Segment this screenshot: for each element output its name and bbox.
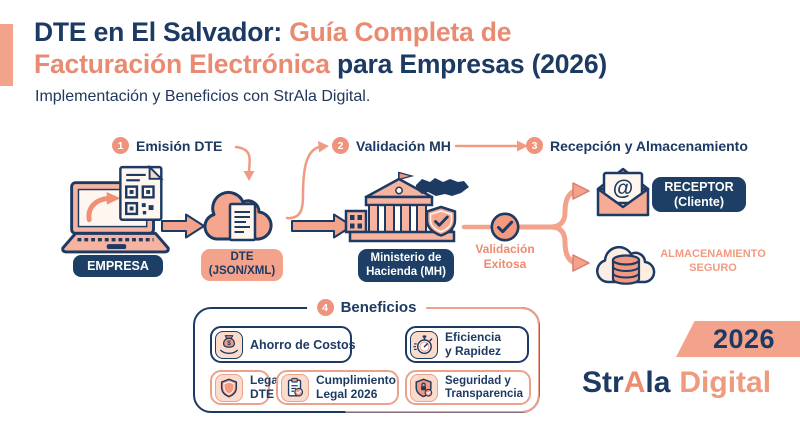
receptor-label: RECEPTOR (Cliente) <box>652 177 746 212</box>
at-symbol: @ <box>613 177 633 200</box>
title-line-2: Facturación Electrónica para Empresas (2… <box>34 49 607 79</box>
arrow-cloud-to-step2 <box>285 145 321 220</box>
block-arrow-empresa-to-dte <box>161 213 205 239</box>
empresa-label: EMPRESA <box>73 255 163 277</box>
benefit-item-ahorro: $ Ahorro de Costos <box>210 326 356 363</box>
step-header-1: 1 Emisión DTE <box>112 137 222 154</box>
fork-arrowhead-receptor <box>572 182 590 200</box>
page-subtitle: Implementación y Beneficios con StrAla D… <box>35 88 371 105</box>
benefit-item-eficiencia: Eficiencia y Rapidez <box>405 326 529 363</box>
step-header-2: 2 Validación MH <box>332 137 451 154</box>
benefit-item-cumplimiento: Cumplimiento Legal 2026 <box>276 370 399 405</box>
benefit-item-seguridad: Seguridad y Transparencia <box>405 370 531 405</box>
benefit-item-lega-dte: Lega DTE <box>210 370 278 405</box>
ministerio-building-icon <box>344 171 469 243</box>
el-salvador-map-icon <box>416 178 469 196</box>
step-1-number: 1 <box>112 137 129 154</box>
stopwatch-icon <box>410 330 438 359</box>
dte-cloud-icon <box>203 191 273 242</box>
arrowhead-down <box>243 171 255 181</box>
svg-text:$: $ <box>227 340 231 347</box>
ministerio-hacienda-label: Ministerio de Hacienda (MH) <box>358 249 454 282</box>
step-3-label: Recepción y Almacenamiento <box>550 137 748 154</box>
shield-lock-icon <box>410 373 438 402</box>
step-4-number: 4 <box>316 299 334 316</box>
envelope-icon: @ <box>596 167 650 217</box>
page-title: DTE en El Salvador: Guía Completa de Fac… <box>34 16 607 80</box>
arrowhead-right <box>517 140 528 152</box>
dte-json-xml-label: DTE (JSON/XML) <box>201 249 283 281</box>
block-arrow-dte-to-mh <box>291 213 353 239</box>
benefits-header: 4 Beneficios <box>306 299 427 316</box>
shield-icon <box>215 373 243 402</box>
arrowhead-right <box>318 141 329 153</box>
money-bag-hand-icon: $ <box>215 330 243 359</box>
benefits-box: 4 Beneficios $ Ahorro de Costos <box>193 299 540 413</box>
laptop-invoice-icon <box>61 164 170 254</box>
fork-branch-down <box>548 224 578 266</box>
accent-bar <box>0 24 13 86</box>
benefits-box-accent-border <box>345 306 540 413</box>
fork-arrowhead-storage <box>572 254 590 272</box>
benefits-title: Beneficios <box>340 299 417 316</box>
almacenamiento-seguro-label: ALMACENAMIENTO SEGURO <box>660 248 766 274</box>
validation-check-icon <box>490 212 520 242</box>
step-2-number: 2 <box>332 137 349 154</box>
cloud-database-icon <box>596 245 656 285</box>
step-3-number: 3 <box>526 137 543 154</box>
title-line-1: DTE en El Salvador: Guía Completa de <box>34 17 512 47</box>
clipboard-check-icon <box>281 373 309 402</box>
fork-branch-up <box>548 188 578 230</box>
arrow-step1-to-cloud <box>234 145 251 173</box>
step-header-3: 3 Recepción y Almacenamiento <box>526 137 748 154</box>
validacion-exitosa-label: Validación Exitosa <box>475 242 535 271</box>
year-badge: 2026 <box>676 321 800 357</box>
step-2-label: Validación MH <box>356 137 451 154</box>
step-1-label: Emisión DTE <box>136 137 223 154</box>
